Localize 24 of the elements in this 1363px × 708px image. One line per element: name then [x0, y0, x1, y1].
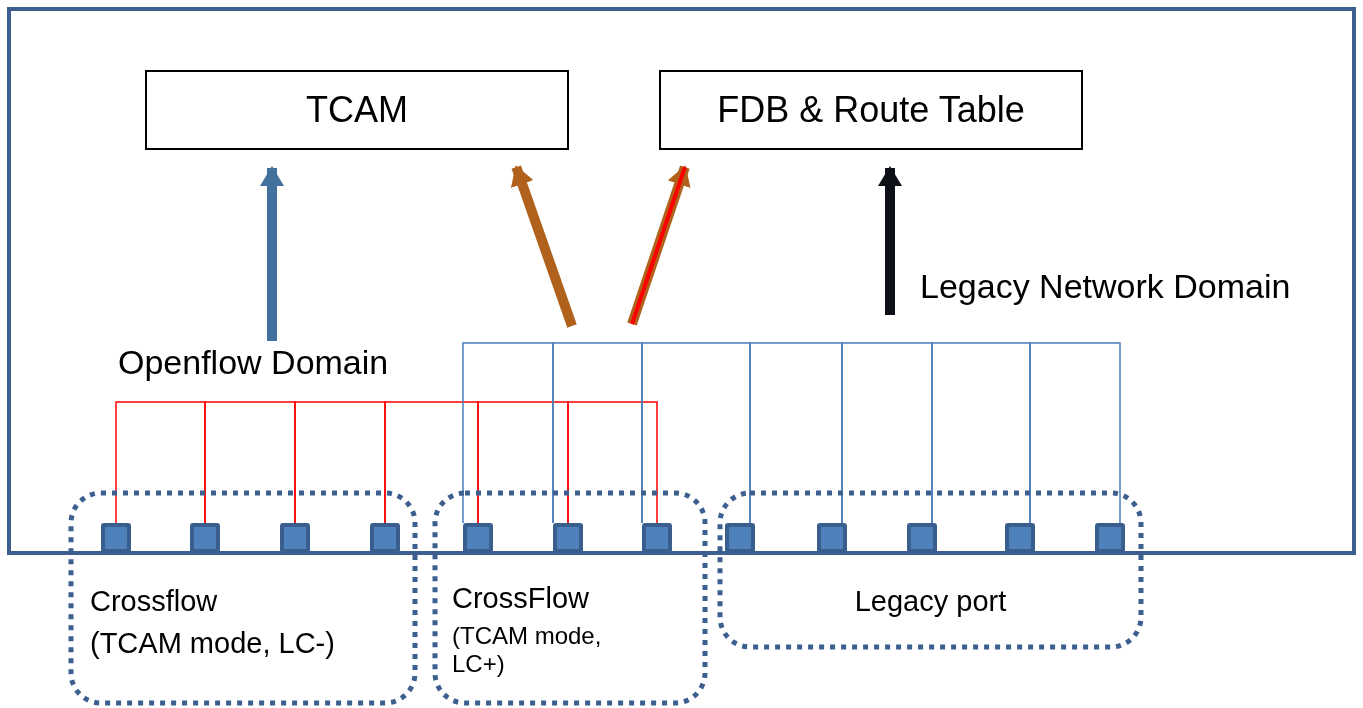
port-group [717, 490, 1144, 650]
port-square [907, 523, 937, 553]
port-square [817, 523, 847, 553]
port-square [463, 523, 493, 553]
port-square [725, 523, 755, 553]
port-group [432, 490, 708, 706]
port-square [553, 523, 583, 553]
group-note: (TCAM mode, LC+) [452, 622, 603, 678]
port-square [642, 523, 672, 553]
port-square [1095, 523, 1125, 553]
port-square [370, 523, 400, 553]
port-group [68, 490, 418, 706]
domain-label: Legacy Network Domain [920, 267, 1291, 306]
port-square [101, 523, 131, 553]
group-title: Crossflow [90, 585, 218, 618]
table-box: FDB & Route Table [659, 70, 1083, 150]
group-note: (TCAM mode, LC-) [90, 627, 336, 660]
table-box: TCAM [145, 70, 569, 150]
port-square [280, 523, 310, 553]
port-square [1005, 523, 1035, 553]
domain-label: Openflow Domain [118, 343, 418, 385]
group-title: CrossFlow [452, 582, 589, 615]
port-square [190, 523, 220, 553]
group-title: Legacy port [853, 585, 1008, 618]
